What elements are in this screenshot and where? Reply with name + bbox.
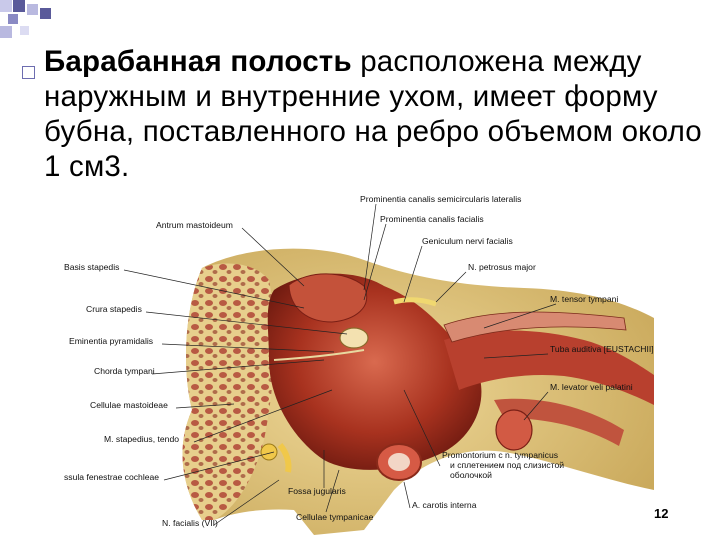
label-m-tensor-tympani: M. tensor tympani bbox=[550, 294, 618, 304]
levator-veli-palatini bbox=[494, 398, 624, 446]
facial-nerve-segment bbox=[277, 443, 292, 473]
label-fossula-fenestrae: ssula fenestrae cochleae bbox=[64, 472, 159, 482]
deco-square bbox=[0, 26, 12, 38]
petrosal-nerve bbox=[393, 297, 437, 307]
label-prominentia-semicircularis: Prominentia canalis semicircularis later… bbox=[360, 194, 521, 204]
carotid-artery-lumen bbox=[388, 453, 410, 471]
label-geniculum: Geniculum nervi facialis bbox=[422, 236, 513, 246]
label-prominentia-facialis: Prominentia canalis facialis bbox=[380, 214, 484, 224]
label-chorda-tympani: Chorda tympani bbox=[94, 366, 155, 376]
label-n-petrosus-major: N. petrosus major bbox=[468, 262, 536, 272]
label-promontorium-line3: оболочкой bbox=[450, 470, 492, 480]
anatomy-figure: Antrum mastoideum Basis stapedis Crura s… bbox=[64, 190, 660, 540]
chorda-tympani-line bbox=[273, 349, 365, 361]
slide-text-bold: Барабанная полость bbox=[44, 45, 352, 78]
deco-square bbox=[20, 26, 29, 35]
label-eminentia-pyramidalis: Eminentia pyramidalis bbox=[69, 336, 153, 346]
label-tuba-auditiva: Tuba auditiva [EUSTACHII] bbox=[550, 344, 654, 354]
tympanic-cavity bbox=[267, 273, 482, 470]
label-cellulae-mastoideae: Cellulae mastoideae bbox=[90, 400, 168, 410]
bullet-marker bbox=[22, 66, 35, 79]
label-antrum-mastoideum: Antrum mastoideum bbox=[156, 220, 233, 230]
antrum-region bbox=[288, 273, 368, 323]
label-promontorium-line2: и сплетением под слизистой bbox=[450, 460, 564, 470]
tube-opening bbox=[495, 409, 533, 451]
label-m-levator: M. levator veli palatini bbox=[550, 382, 633, 392]
deco-square bbox=[8, 14, 18, 24]
label-fossa-jugularis: Fossa jugularis bbox=[288, 486, 346, 496]
deco-square bbox=[0, 0, 12, 12]
small-round-window bbox=[260, 443, 278, 461]
deco-square bbox=[27, 4, 38, 15]
deco-square bbox=[40, 8, 51, 19]
label-m-stapedius: M. stapedius, tendo bbox=[104, 434, 179, 444]
page-number: 12 bbox=[654, 506, 669, 521]
eustachian-tube bbox=[444, 330, 654, 405]
deco-square bbox=[13, 0, 25, 12]
stapes-base bbox=[339, 327, 369, 349]
label-crura-stapedis: Crura stapedis bbox=[86, 304, 142, 314]
slide-body-text: Барабанная полость расположена между нар… bbox=[44, 44, 704, 184]
label-a-carotis-interna: A. carotis interna bbox=[412, 500, 477, 510]
label-promontorium: Promontorium с n. tympanicus bbox=[442, 450, 558, 460]
leader-lines bbox=[123, 203, 557, 526]
label-basis-stapedis: Basis stapedis bbox=[64, 262, 119, 272]
slide-text-rest: расположена между наружным и внутренние … bbox=[44, 45, 702, 183]
tympanic-cavity-illustration: Antrum mastoideum Basis stapedis Crura s… bbox=[64, 194, 654, 535]
tensor-tympani-muscle bbox=[443, 311, 627, 343]
label-cellulae-tympanicae: Cellulae tympanicae bbox=[296, 512, 374, 522]
mastoid-cells-region bbox=[182, 263, 275, 520]
label-n-facialis: N. facialis (VII) bbox=[162, 518, 218, 528]
